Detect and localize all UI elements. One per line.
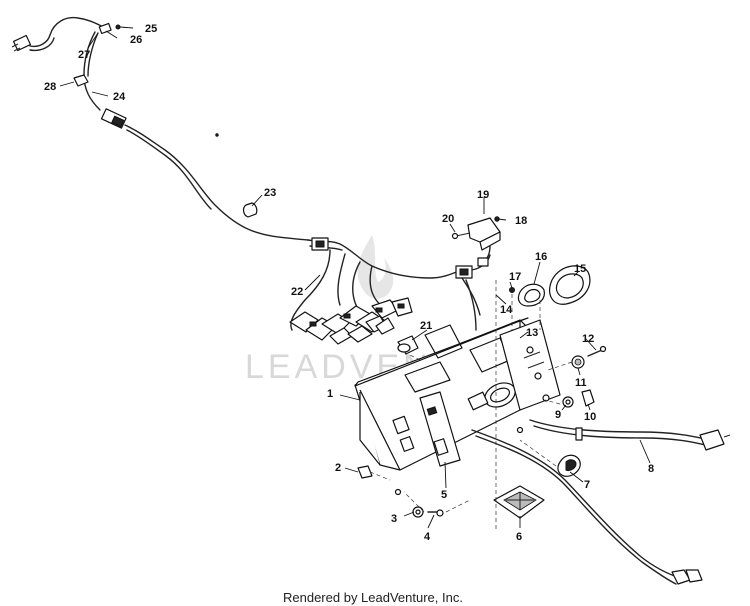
callout-28: 28: [44, 81, 56, 93]
callout-1: 1: [327, 388, 333, 400]
callout-14: 14: [500, 304, 513, 316]
callout-6: 6: [516, 531, 522, 543]
callout-27: 27: [78, 49, 90, 61]
callout-25: 25: [145, 23, 157, 35]
fuse-holder: [98, 22, 112, 35]
wire-clip-23: [242, 202, 258, 218]
screw-25: [115, 24, 121, 30]
callout-20: 20: [442, 213, 454, 225]
connector-28: [73, 74, 89, 87]
callout-12: 12: [582, 333, 594, 345]
callout-10: 10: [584, 411, 596, 423]
callout-4: 4: [424, 531, 431, 543]
cable-clip: [575, 427, 583, 441]
switch-10: [581, 389, 595, 407]
harness-main: [289, 237, 491, 345]
callout-2: 2: [335, 462, 341, 474]
plug-connector-icon: [11, 34, 32, 52]
nut-3: [412, 506, 424, 518]
callout-26: 26: [130, 34, 142, 46]
leader-lines: [59, 26, 651, 529]
callout-8: 8: [648, 463, 654, 475]
watermark-flame-icon: [357, 235, 394, 299]
callout-13: 13: [526, 327, 538, 339]
callout-18: 18: [515, 215, 527, 227]
cable-8: [529, 419, 731, 451]
callout-5: 5: [441, 489, 447, 501]
clip-2: [357, 465, 373, 479]
callout-labels: 1 2 3 4 5 6 7 8 9 10 11 12 13 14 15 16 1…: [44, 23, 654, 543]
callout-21: 21: [420, 320, 432, 332]
assembly-lines: [369, 280, 573, 530]
callout-11: 11: [575, 377, 587, 389]
callout-17: 17: [509, 271, 521, 283]
callout-15: 15: [574, 263, 586, 275]
bolt-4: [427, 509, 444, 517]
screw-12: [587, 345, 607, 357]
harness-upper: [11, 16, 309, 241]
terminal-lower: [671, 569, 703, 585]
toggle-switch-7: [557, 454, 581, 477]
callout-23: 23: [264, 187, 276, 199]
callout-22: 22: [291, 286, 303, 298]
callout-19: 19: [477, 189, 489, 201]
inline-connector-icon: [100, 108, 127, 129]
nut-9: [562, 396, 574, 408]
dot: [215, 133, 219, 137]
callout-9: 9: [555, 409, 561, 421]
bezel-15: [549, 265, 591, 305]
lens-16: [517, 283, 545, 307]
connector-cluster: [289, 297, 413, 345]
terminal-8: [699, 429, 725, 451]
callout-16: 16: [535, 251, 547, 263]
footer-credit: Rendered by LeadVenture, Inc.: [283, 590, 463, 605]
screw-17: [509, 287, 515, 293]
cable-lower: [471, 429, 703, 585]
callout-3: 3: [391, 513, 397, 525]
callout-24: 24: [113, 91, 126, 103]
relay-19: [451, 216, 501, 267]
cover-plate-6: [493, 485, 545, 519]
knob-11: [571, 355, 585, 369]
switch-panel-13: [499, 319, 561, 411]
callout-7: 7: [584, 479, 590, 491]
